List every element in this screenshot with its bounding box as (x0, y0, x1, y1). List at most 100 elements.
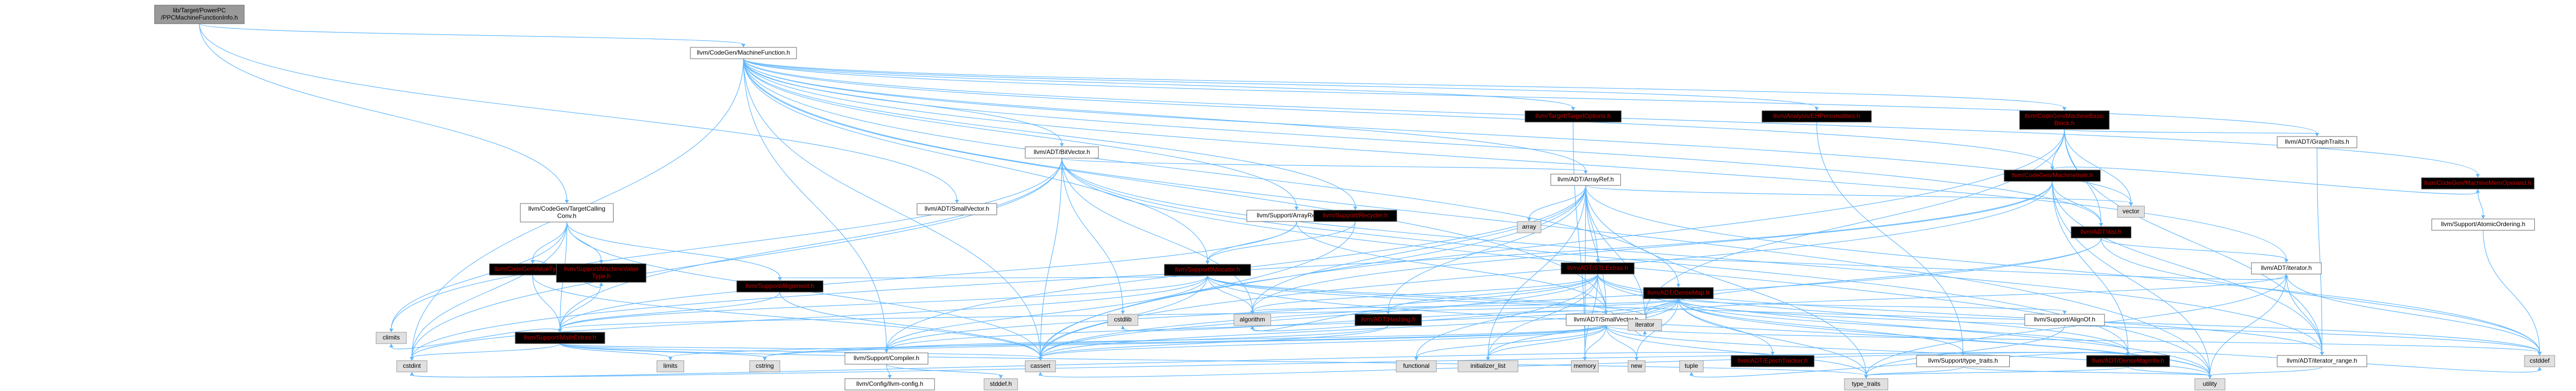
node-utility[interactable]: utility (2194, 378, 2226, 390)
node-recycler[interactable]: llvm/Support/Recycler.h (1313, 210, 1397, 222)
node-type_traits[interactable]: type_traits (1844, 378, 1888, 390)
node-ilist[interactable]: llvm/ADT/ilist.h (2071, 226, 2131, 239)
edge-mfunc-to-arrayref (743, 58, 1586, 172)
node-arrayref[interactable]: llvm/ADT/ArrayRef.h (1550, 174, 1621, 186)
node-tuple[interactable]: tuple (1679, 360, 1704, 372)
node-climits[interactable]: climits (376, 332, 407, 344)
node-atomicordering[interactable]: llvm/Support/AtomicOrdering.h (2431, 218, 2535, 231)
node-typetraits[interactable]: llvm/Support/type_traits.h (1916, 355, 2010, 367)
edge-mathextras-to-limits (560, 343, 671, 358)
node-new[interactable]: new (1628, 360, 1646, 372)
node-allocator[interactable]: llvm/Support/Allocator.h (1164, 264, 1251, 276)
node-box (2277, 136, 2358, 148)
edge-arrowhead (410, 372, 414, 376)
node-box (749, 360, 781, 372)
edge-iterator-to-iterator_range (2286, 274, 2323, 353)
node-label: Type.h (592, 273, 611, 280)
edge-arrowhead (741, 44, 745, 47)
node-bitvector[interactable]: llvm/ADT/BitVector.h (1025, 146, 1099, 159)
node-label: llvm/ADT/ArrayRef.h (1557, 176, 1614, 183)
edge-mfunc-to-ehpers (743, 58, 1817, 108)
edge-arrowhead (2050, 166, 2055, 170)
node-label: functional (1403, 362, 1429, 369)
edge-ilist-to-iterator_std (1645, 237, 2102, 317)
node-box (2194, 378, 2226, 390)
node-graphtraits[interactable]: llvm/ADT/GraphTraits.h (2277, 136, 2358, 148)
node-root[interactable]: lib/Target/PowerPC/PPCMachineFunctionInf… (154, 5, 245, 24)
node-memory[interactable]: memory (1571, 360, 1599, 372)
node-label: utility (2203, 380, 2217, 387)
node-stddef[interactable]: stddef.h (984, 378, 1018, 390)
node-alignment[interactable]: llvm/Support/Alignment.h (736, 280, 824, 293)
edge-arrowhead (2129, 202, 2133, 206)
node-array[interactable]: array (1517, 221, 1541, 233)
edge-mvt-to-mathextras (560, 282, 602, 330)
node-box (2421, 177, 2535, 190)
edge-root-to-smallvector_top (199, 23, 957, 201)
node-label: llvm/ADT/DenseMapInfo.h (2092, 357, 2164, 364)
node-alignof[interactable]: llvm/Support/AlignOf.h (2024, 314, 2105, 326)
node-mfunc[interactable]: llvm/CodeGen/MachineFunction.h (690, 47, 797, 59)
node-box (1571, 360, 1599, 372)
node-label: llvm/ADT/DenseMap.h (1648, 289, 1709, 296)
edge-mfunc-to-allocator (743, 58, 1208, 262)
edge-mfunc-to-graphtraits (743, 58, 2317, 134)
node-iterator_range[interactable]: llvm/ADT/iterator_range.h (2277, 355, 2367, 367)
node-smallvector[interactable]: llvm/ADT/SmallVector.h (1566, 314, 1647, 326)
edge-mathextras-to-type_traits (560, 343, 1867, 376)
edge-densemap-to-cstddef (1678, 298, 2540, 353)
edge-arrowhead (389, 329, 394, 332)
node-mathextras[interactable]: llvm/Support/MathExtras.h (515, 332, 605, 344)
node-iterator_std[interactable]: iterator (1628, 319, 1662, 331)
edge-ilist-to-cstddef (2100, 237, 2540, 353)
edge-allocator-to-smallvector (1207, 275, 1606, 312)
node-densemap[interactable]: llvm/ADT/DenseMap.h (1643, 287, 1714, 299)
node-mmemop[interactable]: llvm/CodeGen/MachineMemOperand.h (2421, 177, 2535, 190)
edge-smallvector-to-limits (670, 325, 1606, 358)
node-cstring[interactable]: cstring (749, 360, 781, 372)
node-label: llvm/Support/Recycler.h (1323, 212, 1388, 219)
node-llvmconfig[interactable]: llvm/Config/llvm-config.h (844, 378, 935, 390)
edge-arrayref-to-hashing (1388, 185, 1586, 312)
node-ehpers[interactable]: llvm/Analysis/EHPersonalities.h (1761, 110, 1872, 123)
node-cstdint[interactable]: cstdint (396, 360, 428, 372)
node-functional[interactable]: functional (1396, 360, 1437, 372)
node-label: llvm/Support/type_traits.h (1928, 357, 1997, 364)
node-label: llvm/ADT/EpochTracker.h (1738, 357, 1808, 364)
node-box (2071, 226, 2131, 239)
node-label: algorithm (1240, 316, 1265, 323)
node-limits[interactable]: limits (656, 360, 684, 372)
node-label: cassert (1030, 362, 1050, 369)
edge-arrowhead (389, 344, 394, 347)
node-cstdlib[interactable]: cstdlib (1107, 314, 1139, 326)
node-cassert[interactable]: cassert (1025, 360, 1056, 372)
node-epochtracker[interactable]: llvm/ADT/EpochTracker.h (1731, 355, 1815, 367)
node-label: Block.h (2054, 120, 2074, 127)
edge-densemapinfo-to-tuple (1691, 352, 2129, 378)
node-box (1731, 355, 1815, 367)
node-iterator[interactable]: llvm/ADT/iterator.h (2251, 262, 2322, 275)
edge-stlextras-to-smallvector (1597, 274, 1606, 312)
node-stlextras[interactable]: llvm/ADT/STLExtras.h (1561, 262, 1635, 275)
node-label: vector (2123, 208, 2140, 215)
node-compiler[interactable]: llvm/Support/Compiler.h (844, 352, 928, 365)
node-smallvector_top[interactable]: llvm/ADT/SmallVector.h (917, 203, 997, 215)
node-cstddef[interactable]: cstddef (2524, 355, 2555, 367)
edge-allocator-to-alignment (779, 275, 1208, 279)
edge-arrowhead (1486, 357, 1490, 361)
node-densemapinfo[interactable]: llvm/ADT/DenseMapInfo.h (2086, 355, 2170, 367)
node-label: initializer_list (1470, 362, 1506, 369)
node-minstr[interactable]: llvm/CodeGen/MachineInstr.h (2004, 169, 2101, 182)
node-initializer_list[interactable]: initializer_list (1458, 360, 1518, 372)
edge-arrowhead (1604, 311, 1608, 314)
node-hashing[interactable]: llvm/ADT/Hashing.h (1354, 314, 1422, 326)
edge-arrowhead (2481, 215, 2485, 219)
node-valuetypes[interactable]: llvm/CodeGenValueTypes.h (489, 263, 577, 276)
node-algorithm[interactable]: algorithm (1233, 314, 1272, 326)
node-vector[interactable]: vector (2117, 206, 2145, 218)
node-targetoptions[interactable]: llvm/Target/TargetOptions.h (1524, 110, 1622, 123)
